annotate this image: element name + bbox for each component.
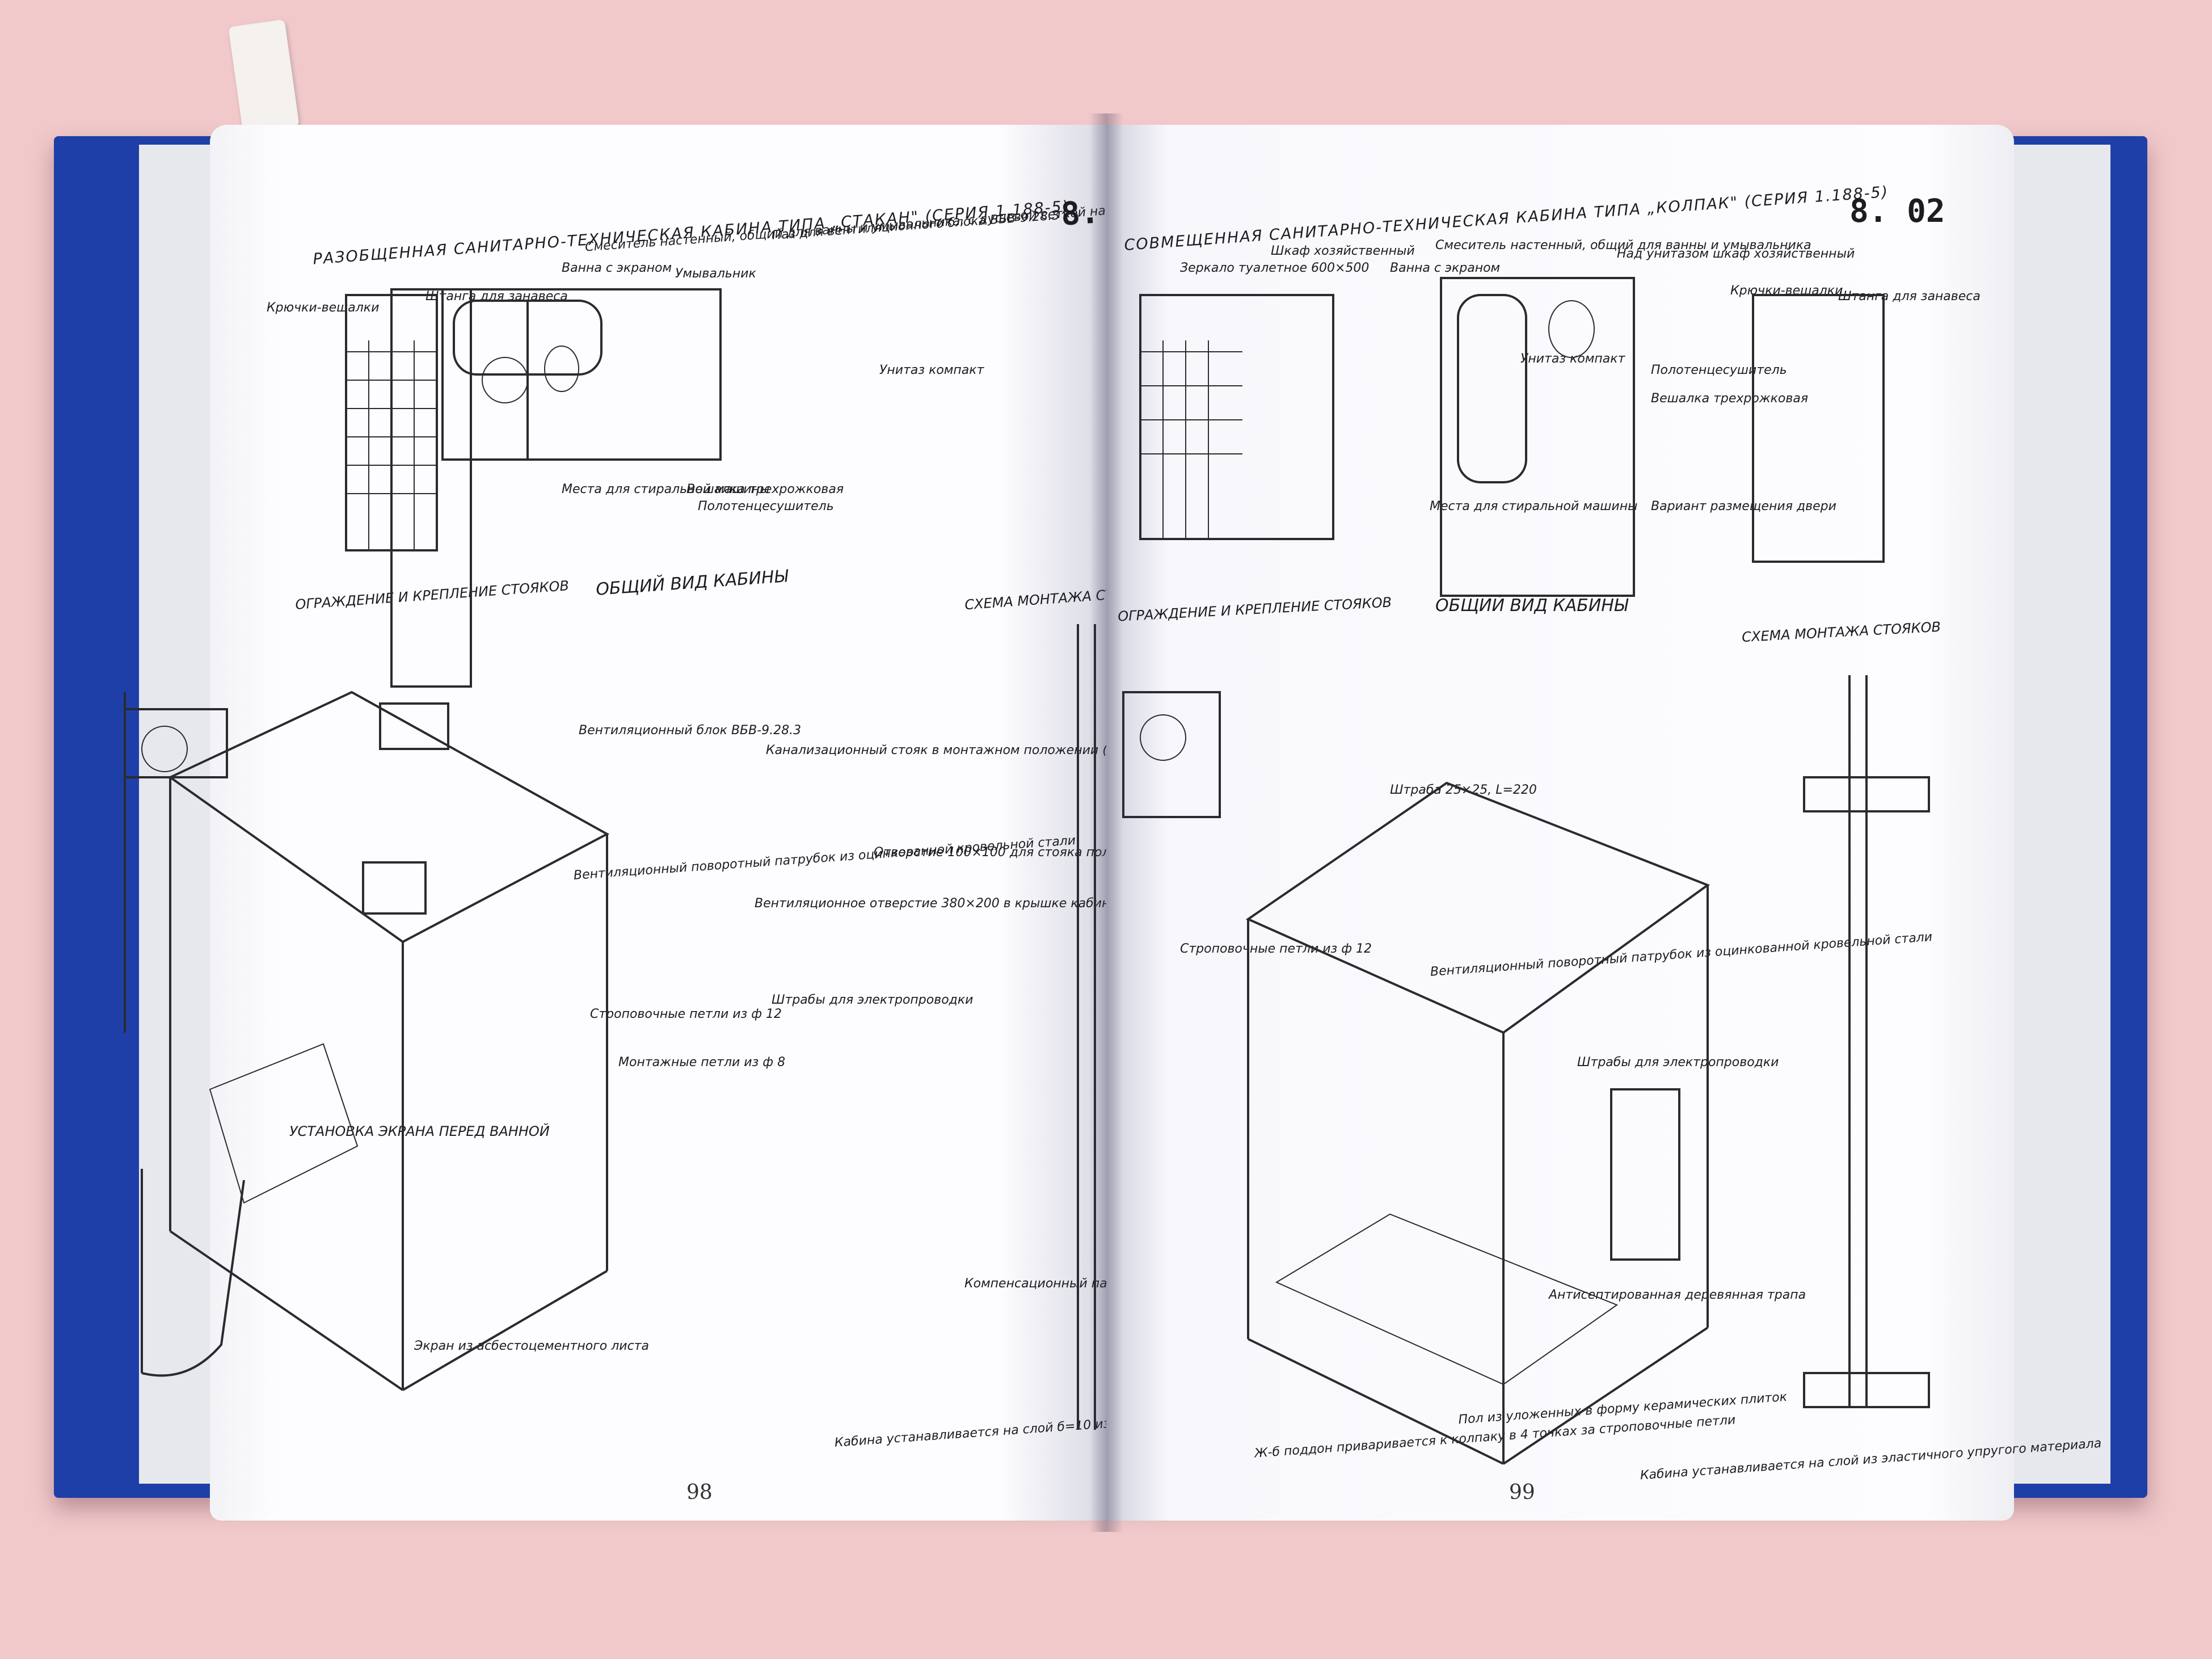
right-note: Зеркало туалетное 600×500 [1180,261,1370,275]
left-note: Полотенцесушитель [698,499,834,513]
left-note: Строповочные петли из ф 12 [590,1007,782,1021]
left-note: Умывальник [675,267,756,281]
right-note: Штанга для занавеса [1838,289,1981,304]
left-note: Ванна с экраном [562,261,672,275]
left-page: РАЗОБЩЕННАЯ САНИТАРНО-ТЕХНИЧЕСКАЯ КАБИНА… [124,125,1334,1521]
right-note: Места для стиральной машины [1430,499,1638,513]
right-note: Смеситель настенный, общий для ванны и у… [1435,238,1811,252]
left-note: Монтажные петли из ф 8 [618,1055,786,1069]
right-note: Над унитазом шкаф хозяйственный [1617,247,1855,261]
right-note: Ванна с экраном [1390,261,1501,275]
right-page-drawings [1122,277,1930,1465]
right-heading-general-view: ОБЩИЙ ВИД КАБИНЫ [1435,596,1628,616]
right-page: СОВМЕЩЕННАЯ САНИТАРНО-ТЕХНИЧЕСКАЯ КАБИНА… [1106,125,2102,1521]
bookmark-clip [228,19,300,134]
right-note: Строповочные петли из ф 12 [1180,942,1372,956]
left-note: Вентиляционное отверстие 380×200 в крышк… [755,896,1120,911]
right-note: Полотенцесушитель [1651,363,1787,377]
right-note: Вариант размещения двери [1651,499,1836,513]
right-note: Штрабы для электропроводки [1577,1055,1779,1069]
right-note: Унитаз компакт [1520,352,1625,366]
left-note: Крючки-вешалки [267,301,380,315]
left-note: Вешалка трехрожковая [686,482,844,496]
left-page-drawings [124,288,1096,1430]
right-note: Шкаф хозяйственный [1271,244,1415,258]
left-note: Штрабы для электропроводки [772,993,974,1007]
left-page-number: 98 [686,1481,713,1504]
page-stack-right [1997,145,2110,1484]
book-gutter-shadow [1089,113,1123,1532]
right-section-number: 8. 02 [1849,193,1945,230]
left-note: Места для стиральной машины [562,482,770,496]
left-note: Экран из асбестоцементного листа [414,1339,649,1353]
right-page-number: 99 [1509,1481,1535,1504]
right-note: Вешалка трехрожковая [1651,391,1809,406]
left-heading-screen: УСТАНОВКА ЭКРАНА ПЕРЕД ВАННОЙ [289,1123,550,1139]
left-note: Унитаз компакт [879,363,984,377]
left-note: Вентиляционный блок ВБВ-9.28.3 [579,723,802,738]
